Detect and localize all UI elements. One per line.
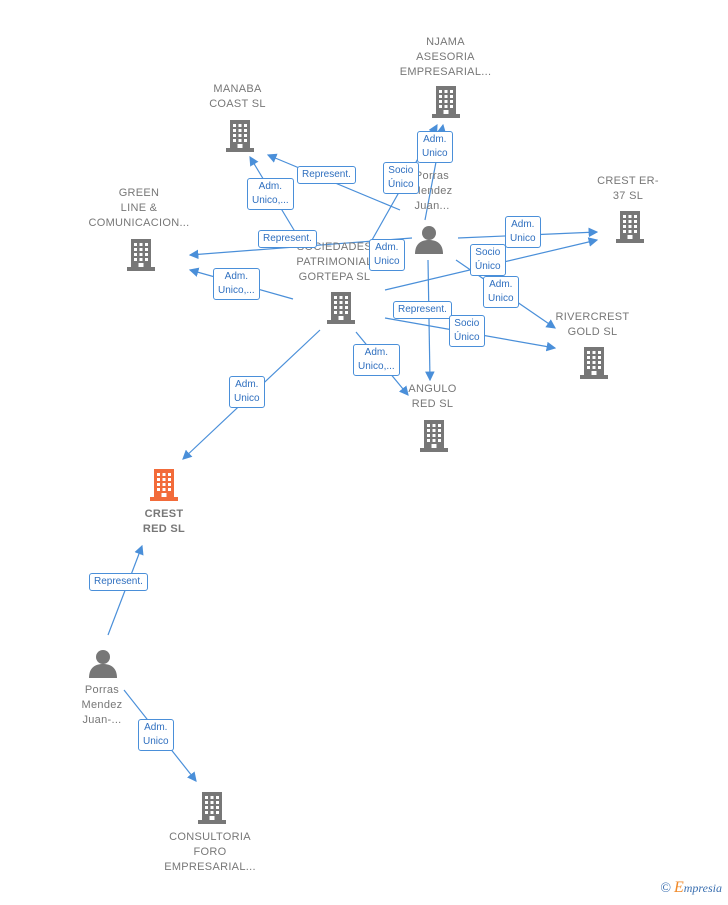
node-angulo[interactable]: ANGULO RED SL — [408, 383, 457, 410]
edge-label-adm-unico: Adm. Unico — [138, 719, 174, 751]
person-icon — [89, 650, 117, 678]
edge-label-adm-unico: Adm. Unico,... — [247, 178, 294, 210]
edge-person-angulo — [425, 259, 435, 382]
edge-label-adm-unico: Adm. Unico — [229, 376, 265, 408]
node-njama[interactable]: NJAMA ASESORIA EMPRESARIAL... — [399, 36, 492, 78]
edge-label-socio-unico: Socio Único — [383, 162, 419, 194]
brand-initial: E — [673, 879, 684, 896]
node-crest-red[interactable]: CREST RED SL — [142, 508, 186, 535]
building-icon — [616, 211, 644, 243]
edge-label-adm-unico: Adm. Unico,... — [353, 344, 400, 376]
node-crest-er[interactable]: CREST ER- 37 SL — [597, 175, 659, 202]
edge-label-socio-unico: Socio Único — [449, 315, 485, 347]
node-green[interactable]: GREEN LINE & COMUNICACION... — [88, 187, 190, 229]
node-manaba[interactable]: MANABA COAST SL — [209, 83, 266, 110]
building-icon — [420, 420, 448, 452]
node-rivercrest[interactable]: RIVERCREST GOLD SL — [555, 311, 630, 338]
building-icon — [198, 792, 226, 824]
edge-label-adm-unico: Adm. Unico — [417, 131, 453, 163]
edge-label-represent: Represent. — [258, 230, 317, 248]
node-porras-top[interactable]: Porras Mendez Juan... — [411, 170, 453, 212]
edge-label-represent: Represent. — [89, 573, 148, 591]
copyright-icon: © — [660, 881, 671, 896]
building-icon — [327, 292, 355, 324]
building-icon — [127, 239, 155, 271]
edge-label-adm-unico: Adm. Unico — [483, 276, 519, 308]
edge-label-adm-unico: Adm. Unico — [505, 216, 541, 248]
building-icon-highlighted — [150, 469, 178, 501]
node-porras-bottom[interactable]: Porras Mendez Juan-... — [81, 684, 123, 726]
person-icon — [415, 226, 443, 254]
edge-label-represent: Represent. — [297, 166, 356, 184]
edge-label-adm-unico: Adm. Unico — [369, 239, 405, 271]
node-consultoria[interactable]: CONSULTORIA FORO EMPRESARIAL... — [164, 831, 256, 873]
brand-footer[interactable]: © Empresia — [660, 879, 722, 897]
building-icon — [580, 347, 608, 379]
building-icon — [226, 120, 254, 152]
edge-label-socio-unico: Socio Único — [470, 244, 506, 276]
brand-name: mpresia — [683, 881, 722, 895]
edge-label-represent: Represent. — [393, 301, 452, 319]
building-icon — [432, 86, 460, 118]
edge-label-adm-unico: Adm. Unico,... — [213, 268, 260, 300]
